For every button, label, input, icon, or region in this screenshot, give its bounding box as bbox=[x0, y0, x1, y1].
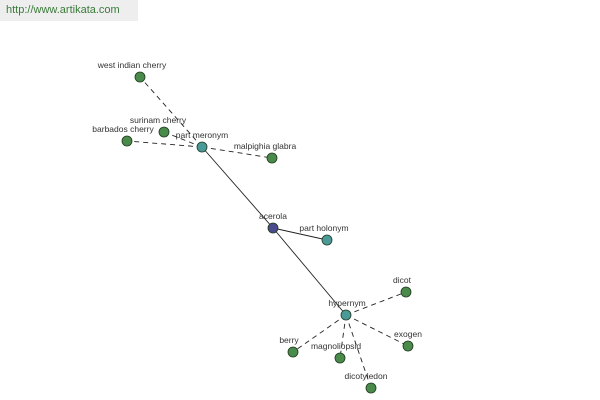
node-dicotyledon[interactable]: dicotyledon bbox=[344, 371, 388, 394]
node-magnoliopsid[interactable]: magnoliopsid bbox=[311, 341, 361, 364]
edge-hypernym-magnoliopsid bbox=[339, 314, 347, 359]
node-malpighia-glabra[interactable]: malpighia glabra bbox=[234, 141, 297, 164]
node-label-barbados-cherry[interactable]: barbados cherry bbox=[92, 124, 154, 134]
node-label-magnoliopsid[interactable]: magnoliopsid bbox=[311, 341, 361, 351]
node-label-malpighia-glabra[interactable]: malpighia glabra bbox=[234, 141, 297, 151]
node-label-berry[interactable]: berry bbox=[279, 335, 299, 345]
edge-part-meronym-malpighia-glabra bbox=[201, 146, 273, 159]
edge-acerola-hypernym bbox=[272, 227, 347, 316]
node-surinam-cherry[interactable]: surinam cherry bbox=[130, 115, 187, 138]
edge-hypernym-berry bbox=[292, 314, 347, 353]
leaf-node-dot[interactable] bbox=[158, 126, 170, 138]
node-exogen[interactable]: exogen bbox=[394, 329, 422, 352]
leaf-node-dot[interactable] bbox=[266, 152, 278, 164]
node-label-acerola[interactable]: acerola bbox=[259, 211, 287, 221]
node-hypernym[interactable]: hypernym bbox=[328, 298, 366, 321]
edge-part-meronym-barbados-cherry bbox=[126, 140, 203, 148]
node-west-indian-cherry[interactable]: west indian cherry bbox=[97, 60, 167, 83]
node-part-meronym[interactable]: part meronym bbox=[176, 130, 228, 153]
node-label-exogen[interactable]: exogen bbox=[394, 329, 422, 339]
node-berry[interactable]: berry bbox=[279, 335, 299, 358]
leaf-node-dot[interactable] bbox=[400, 286, 412, 298]
node-acerola[interactable]: acerola bbox=[259, 211, 287, 234]
center-node-dot[interactable] bbox=[267, 222, 279, 234]
edge-part-meronym-west-indian-cherry bbox=[139, 76, 203, 148]
edge-hypernym-exogen bbox=[345, 314, 409, 347]
node-label-dicot[interactable]: dicot bbox=[393, 275, 412, 285]
relation-node-dot[interactable] bbox=[196, 141, 208, 153]
leaf-node-dot[interactable] bbox=[334, 352, 346, 364]
leaf-node-dot[interactable] bbox=[287, 346, 299, 358]
leaf-node-dot[interactable] bbox=[134, 71, 146, 83]
edge-acerola-part-meronym bbox=[201, 146, 274, 229]
edge-part-meronym-surinam-cherry bbox=[163, 131, 203, 148]
node-label-hypernym[interactable]: hypernym bbox=[328, 298, 365, 308]
node-label-west-indian-cherry[interactable]: west indian cherry bbox=[97, 60, 167, 70]
node-label-part-holonym[interactable]: part holonym bbox=[299, 223, 348, 233]
leaf-node-dot[interactable] bbox=[402, 340, 414, 352]
leaf-node-dot[interactable] bbox=[365, 382, 377, 394]
relation-node-dot[interactable] bbox=[340, 309, 352, 321]
edge-hypernym-dicotyledon bbox=[345, 314, 372, 389]
leaf-node-dot[interactable] bbox=[121, 135, 133, 147]
edge-hypernym-dicot bbox=[345, 291, 407, 316]
site-url-banner: http://www.artikata.com bbox=[0, 0, 138, 21]
node-label-dicotyledon[interactable]: dicotyledon bbox=[344, 371, 387, 381]
node-barbados-cherry[interactable]: barbados cherry bbox=[92, 124, 154, 147]
node-dicot[interactable]: dicot bbox=[393, 275, 412, 298]
node-label-surinam-cherry[interactable]: surinam cherry bbox=[130, 115, 187, 125]
edge-acerola-part-holonym bbox=[272, 227, 328, 241]
node-part-holonym[interactable]: part holonym bbox=[299, 223, 349, 246]
site-url[interactable]: http://www.artikata.com bbox=[6, 4, 120, 16]
node-label-part-meronym[interactable]: part meronym bbox=[176, 130, 228, 140]
relation-node-dot[interactable] bbox=[321, 234, 333, 246]
